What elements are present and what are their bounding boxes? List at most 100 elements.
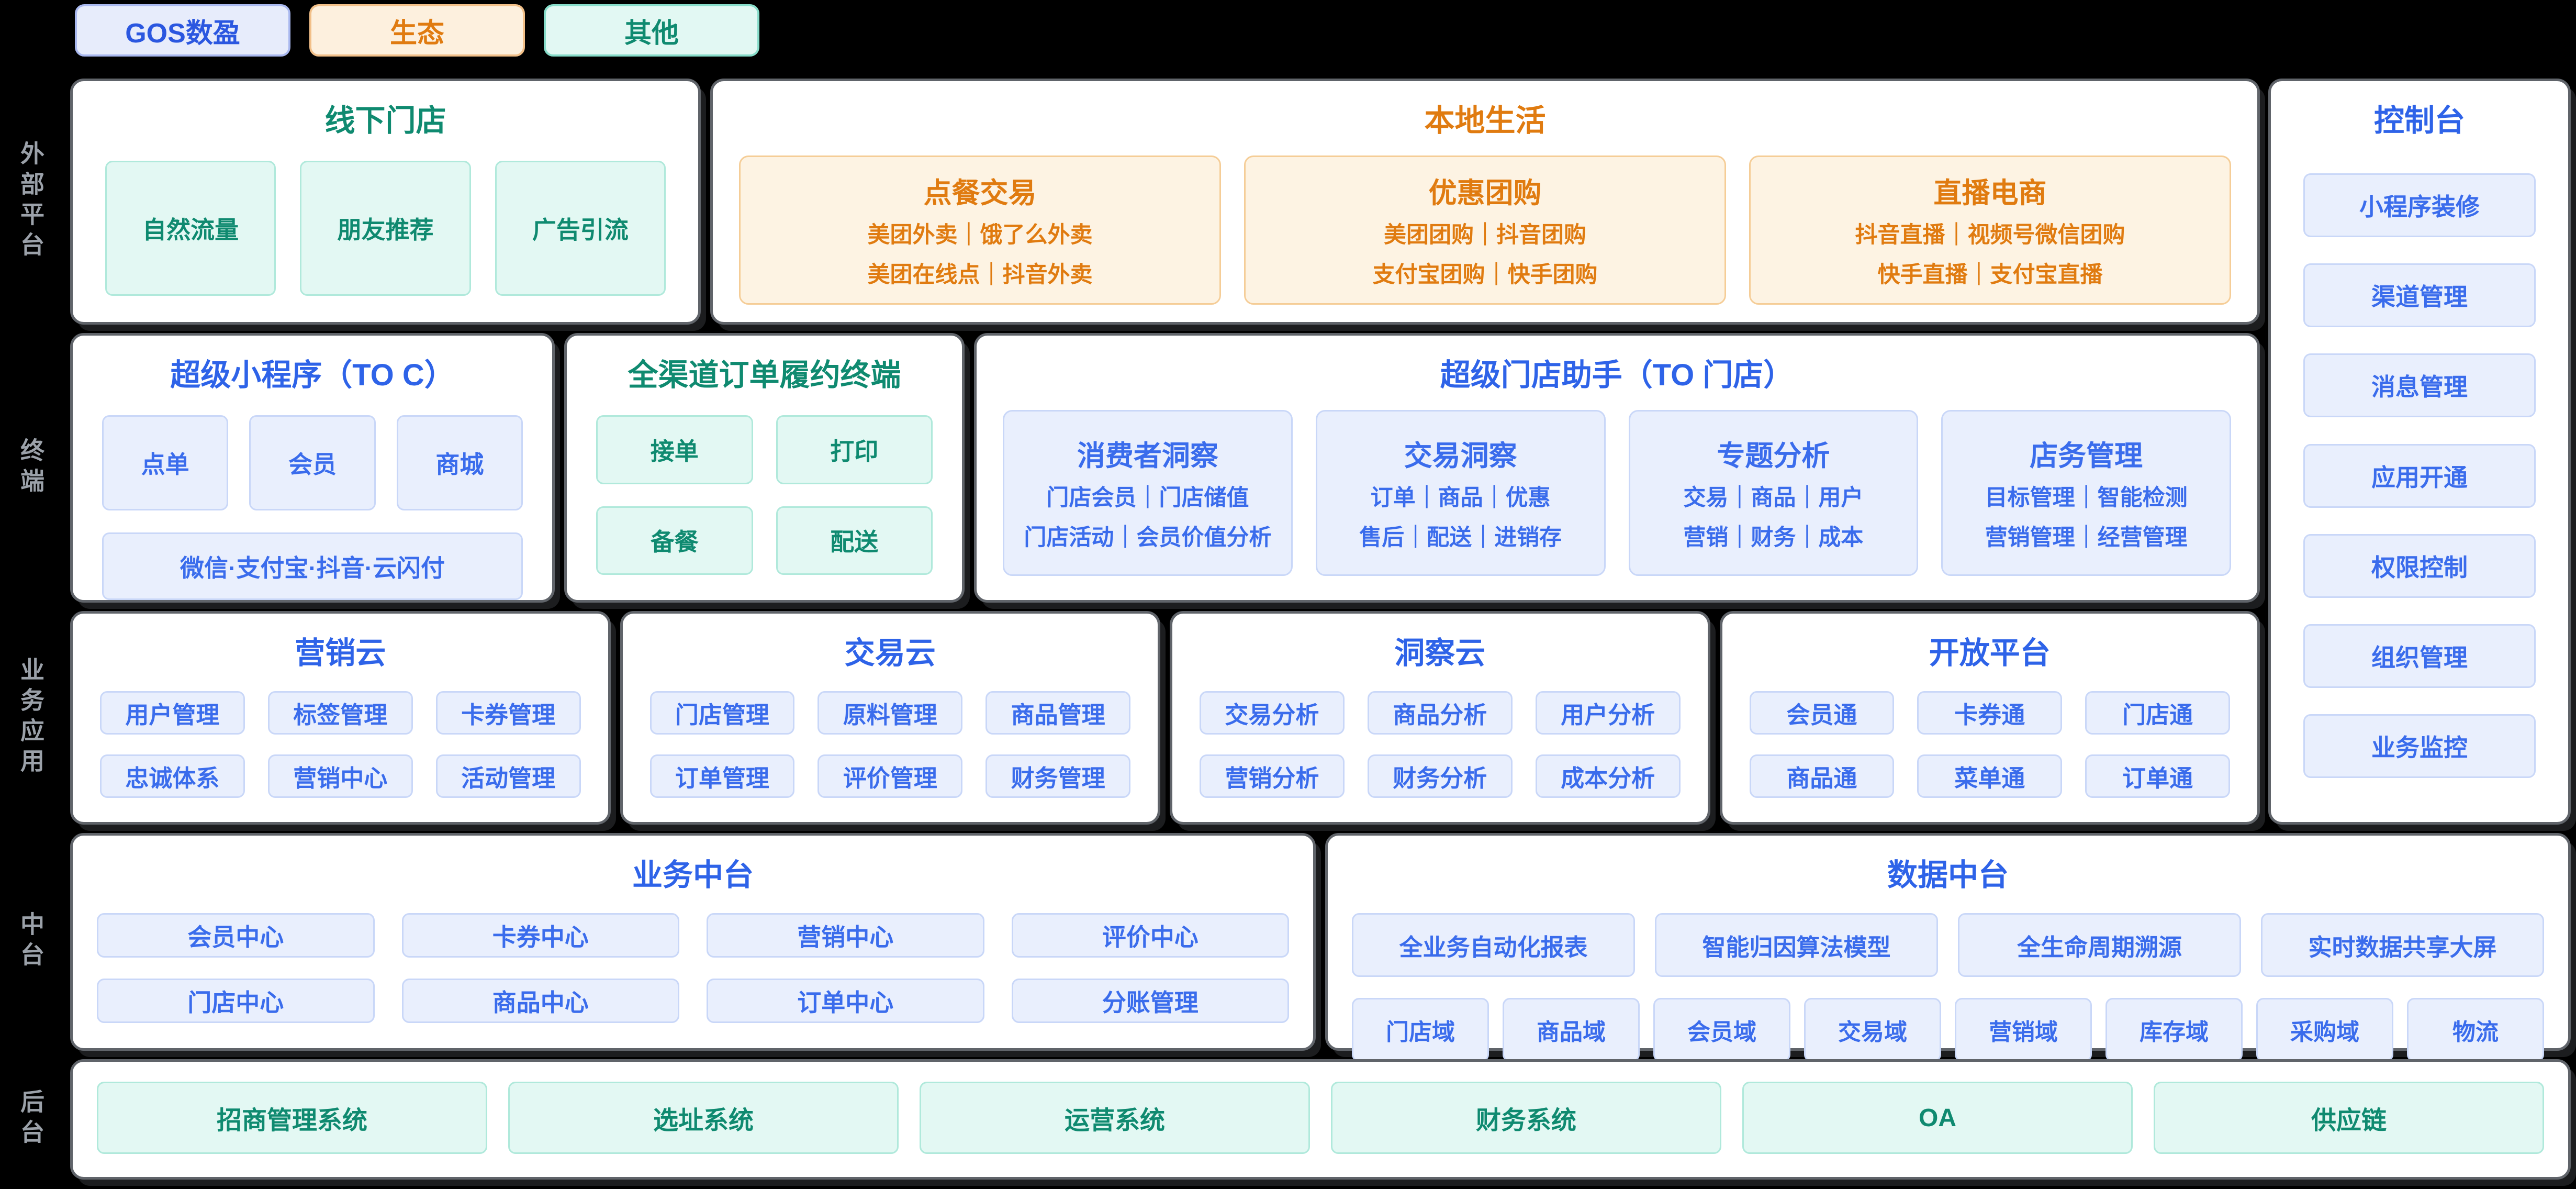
group-line: 支付宝团购｜快手团购	[1372, 262, 1598, 288]
panel-title: 超级门店助手（TO 门店）	[1440, 358, 1794, 392]
open-platform-items: 会员通 卡券通 门店通 商品通 菜单通 订单通	[1722, 672, 2258, 822]
side-label-external-platform: 外部平台	[17, 141, 44, 262]
back-office-item: 选址系统	[508, 1082, 899, 1154]
group-line: 订单｜商品｜优惠	[1370, 485, 1551, 510]
group-line: 美团团购｜抖音团购	[1384, 223, 1586, 248]
middle-item: 商品中心	[401, 979, 679, 1023]
cloud-item: 用户管理	[100, 691, 245, 735]
group-line: 门店会员｜门店储值	[1046, 485, 1249, 510]
fulfillment-item: 接单	[596, 415, 753, 484]
panel-open-platform: 开放平台 会员通 卡券通 门店通 商品通 菜单通 订单通	[1719, 611, 2260, 825]
miniapp-channels: 微信·支付宝·抖音·云闪付	[102, 532, 523, 600]
panel-local-life: 本地生活 点餐交易 美团外卖｜饿了么外卖 美团在线点｜抖音外卖 优惠团购 美团团…	[710, 79, 2260, 325]
miniapp-items: 点单 会员 商城	[73, 394, 552, 510]
fulfillment-item: 配送	[776, 506, 933, 575]
console-item: 组织管理	[2303, 624, 2536, 688]
cloud-item: 财务分析	[1367, 754, 1513, 798]
data-domain: 采购域	[2256, 998, 2393, 1062]
group-title: 店务管理	[2030, 440, 2143, 472]
middle-item: 卡券中心	[401, 913, 679, 958]
panel-business-middle: 业务中台 会员中心 卡券中心 营销中心 评价中心 门店中心 商品中心 订单中心 …	[70, 833, 1316, 1051]
legend-eco: 生态	[309, 4, 525, 57]
panel-store-assistant: 超级门店助手（TO 门店） 消费者洞察 门店会员｜门店储值 门店活动｜会员价值分…	[974, 333, 2260, 603]
group-title: 直播电商	[1933, 177, 2047, 209]
panel-marketing-cloud: 营销云 用户管理 标签管理 卡券管理 忠诚体系 营销中心 活动管理	[70, 611, 611, 825]
data-domain: 会员域	[1653, 998, 1790, 1062]
group-line: 快手直播｜支付宝直播	[1877, 262, 2103, 288]
legend: GOS数盈 生态 其他	[75, 4, 759, 57]
cloud-item: 门店通	[2085, 691, 2230, 735]
panel-title: 超级小程序（TO C）	[170, 358, 455, 392]
cloud-item: 商品分析	[1367, 691, 1513, 735]
data-domain: 物流	[2407, 998, 2544, 1062]
back-office-item: 供应链	[2154, 1082, 2544, 1154]
console-item: 业务监控	[2303, 714, 2536, 778]
cloud-item: 订单通	[2085, 754, 2230, 798]
panel-title: 交易云	[844, 636, 936, 670]
cloud-item: 标签管理	[267, 691, 413, 735]
group-live-ecommerce: 直播电商 抖音直播｜视频号微信团购 快手直播｜支付宝直播	[1749, 155, 2231, 305]
fulfillment-item: 打印	[776, 415, 933, 484]
panel-title: 开放平台	[1929, 636, 2051, 670]
data-feature: 实时数据共享大屏	[2261, 913, 2544, 977]
console-item: 应用开通	[2303, 443, 2536, 508]
cloud-item: 卡券通	[1917, 691, 2063, 735]
data-domain: 库存域	[2105, 998, 2243, 1062]
panel-offline-store: 线下门店 自然流量 朋友推荐 广告引流	[70, 79, 701, 325]
side-label-middle-platform: 中台	[17, 912, 44, 972]
cloud-item: 门店管理	[649, 691, 795, 735]
fulfillment-items: 接单 打印 备餐 配送	[567, 394, 962, 600]
data-feature: 全生命周期溯源	[1958, 913, 2241, 977]
marketing-cloud-items: 用户管理 标签管理 卡券管理 忠诚体系 营销中心 活动管理	[73, 672, 608, 822]
group-store-management: 店务管理 目标管理｜智能检测 营销管理｜经营管理	[1941, 410, 2231, 576]
group-discount-groupon: 优惠团购 美团团购｜抖音团购 支付宝团购｜快手团购	[1244, 155, 1726, 305]
group-line: 交易｜商品｜用户	[1683, 485, 1864, 510]
row-external-platform: 线下门店 自然流量 朋友推荐 广告引流 本地生活 点餐交易 美团外卖｜饿了么外卖…	[70, 79, 2260, 325]
group-trade-insight: 交易洞察 订单｜商品｜优惠 售后｜配送｜进销存	[1315, 410, 1606, 576]
panel-title: 全渠道订单履约终端	[628, 358, 901, 392]
group-line: 营销｜财务｜成本	[1683, 525, 1864, 550]
middle-item: 会员中心	[97, 913, 375, 958]
cloud-item: 商品管理	[985, 691, 1130, 735]
insight-cloud-items: 交易分析 商品分析 用户分析 营销分析 财务分析 成本分析	[1172, 672, 1708, 822]
group-dining-trade: 点餐交易 美团外卖｜饿了么外卖 美团在线点｜抖音外卖	[739, 155, 1221, 305]
cloud-item: 成本分析	[1535, 754, 1681, 798]
cloud-item: 会员通	[1749, 691, 1895, 735]
group-topic-analysis: 专题分析 交易｜商品｜用户 营销｜财务｜成本	[1628, 410, 1919, 576]
cloud-item: 财务管理	[985, 754, 1130, 798]
offline-item: 自然流量	[105, 161, 276, 296]
back-office-item: OA	[1742, 1082, 2133, 1154]
offline-item: 广告引流	[495, 161, 666, 296]
cloud-item: 用户分析	[1535, 691, 1681, 735]
panel-title: 数据中台	[1887, 858, 2009, 892]
cloud-item: 营销分析	[1200, 754, 1345, 798]
panel-title: 本地生活	[1424, 104, 1546, 138]
row-terminal: 超级小程序（TO C） 点单 会员 商城 微信·支付宝·抖音·云闪付 全渠道订单…	[70, 333, 2260, 603]
trade-cloud-items: 门店管理 原料管理 商品管理 订单管理 评价管理 财务管理	[623, 672, 1158, 822]
offline-item: 朋友推荐	[300, 161, 471, 296]
panel-super-miniapp: 超级小程序（TO C） 点单 会员 商城 微信·支付宝·抖音·云闪付	[70, 333, 555, 603]
middle-item: 评价中心	[1011, 913, 1289, 958]
cloud-item: 卡券管理	[435, 691, 581, 735]
row-middle-platform: 业务中台 会员中心 卡券中心 营销中心 评价中心 门店中心 商品中心 订单中心 …	[70, 833, 2571, 1062]
panel-title: 业务中台	[632, 858, 754, 892]
group-title: 专题分析	[1717, 440, 1830, 472]
data-domain: 商品域	[1503, 998, 1640, 1062]
side-label-terminal: 终端	[17, 437, 44, 498]
middle-item: 订单中心	[707, 979, 984, 1023]
miniapp-item: 点单	[102, 415, 229, 510]
store-assistant-groups: 消费者洞察 门店会员｜门店储值 门店活动｜会员价值分析 交易洞察 订单｜商品｜优…	[977, 394, 2257, 600]
data-domain: 交易域	[1804, 998, 1941, 1062]
miniapp-item: 会员	[249, 415, 376, 510]
panel-console: 控制台 小程序装修 渠道管理 消息管理 应用开通 权限控制 组织管理 业务监控	[2268, 79, 2571, 825]
panel-title: 营销云	[295, 636, 386, 670]
console-item: 权限控制	[2303, 534, 2536, 598]
group-title: 交易洞察	[1404, 440, 1517, 472]
group-line: 营销管理｜经营管理	[1985, 525, 2188, 550]
cloud-item: 营销中心	[267, 754, 413, 798]
panel-title: 控制台	[2373, 104, 2465, 138]
fulfillment-item: 备餐	[596, 506, 753, 575]
panel-title: 线下门店	[324, 104, 446, 138]
panel-trade-cloud: 交易云 门店管理 原料管理 商品管理 订单管理 评价管理 财务管理	[620, 611, 1160, 825]
